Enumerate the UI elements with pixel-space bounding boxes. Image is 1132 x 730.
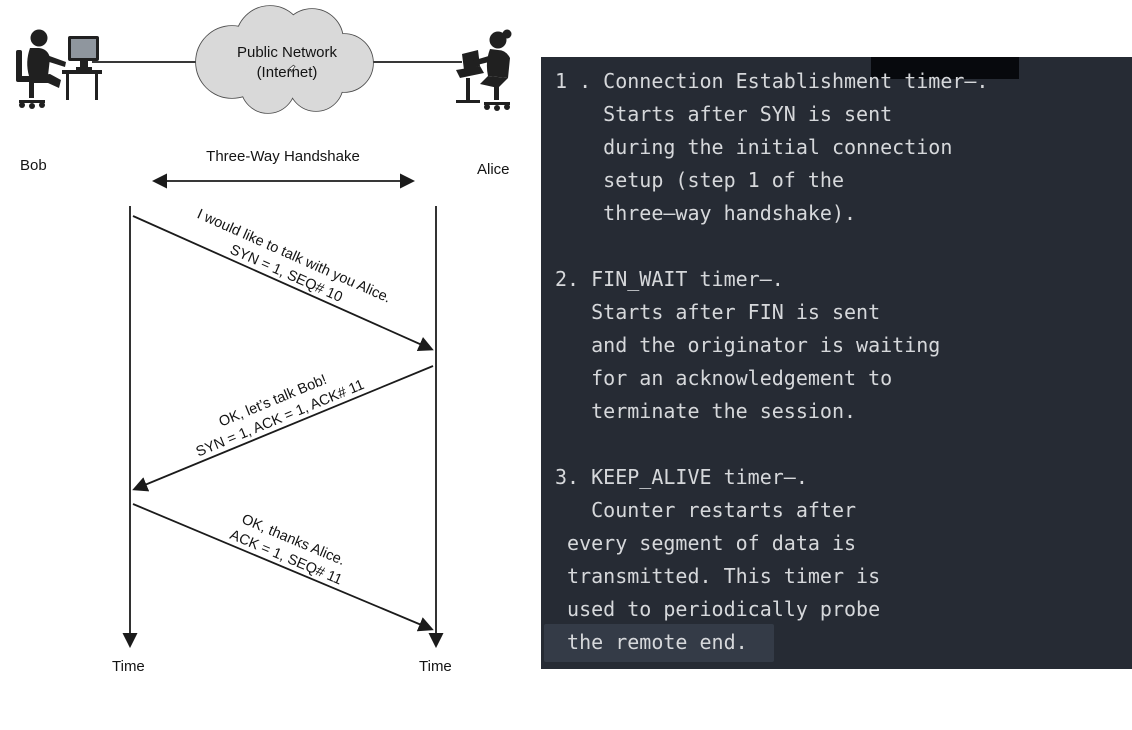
- timers-panel: 1 . Connection Establishment timer—. Sta…: [541, 57, 1132, 669]
- handshake-diagram: Public Network (Internet): [16, 5, 512, 675]
- panel-line: every segment of data is: [555, 531, 857, 555]
- msg3-labels: OK, thanks Alice. ACK = 1, SEQ# 11: [227, 511, 347, 588]
- panel-line: [555, 428, 1132, 461]
- panel-line: 2. FIN_WAIT timer—.: [555, 267, 784, 291]
- panel-line: for an acknowledgement to: [555, 366, 893, 390]
- panel-line: Counter restarts after: [555, 498, 857, 522]
- alice-label: Alice: [477, 161, 510, 178]
- panel-line: the remote end.: [555, 630, 748, 654]
- bottom-highlight-block: [544, 624, 774, 662]
- time-label-right: Time: [419, 658, 452, 675]
- panel-line: terminate the session.: [555, 399, 857, 423]
- msg2-labels: OK, let’s talk Bob! SYN = 1, ACK = 1, AC…: [194, 372, 367, 461]
- panel-line: setup (step 1 of the: [555, 168, 844, 192]
- handshake-label: Three-Way Handshake: [206, 148, 360, 165]
- msg1-arrow: [132, 215, 434, 351]
- panel-line: three—way handshake).: [555, 201, 857, 225]
- time-label-left: Time: [112, 658, 145, 675]
- top-highlight-block: [871, 57, 1019, 79]
- panel-line: Starts after FIN is sent: [555, 300, 881, 324]
- panel-line: Starts after SYN is sent: [555, 102, 893, 126]
- cloud-label-line2: (Internet): [257, 64, 318, 81]
- panel-line: 1 . Connection Establishment timer—.: [555, 69, 989, 93]
- cloud-label-line1: Public Network: [237, 44, 338, 61]
- bob-label: Bob: [20, 157, 47, 174]
- panel-line: used to periodically probe: [555, 597, 881, 621]
- panel-line: and the originator is waiting: [555, 333, 941, 357]
- cloud-icon: Public Network (Internet): [195, 5, 374, 114]
- msg2-arrow: [132, 365, 434, 492]
- panel-line: transmitted. This timer is: [555, 564, 881, 588]
- bob-figure: [16, 29, 102, 109]
- msg3-arrow: [132, 503, 434, 632]
- panel-line: during the initial connection: [555, 135, 953, 159]
- panel-line: 3. KEEP_ALIVE timer—.: [555, 465, 808, 489]
- msg1-labels: I would like to talk with you Alice. SYN…: [194, 206, 393, 306]
- panel-line: [555, 230, 1132, 263]
- alice-figure: [456, 29, 512, 111]
- panel-text: 1 . Connection Establishment timer—. Sta…: [541, 57, 1132, 659]
